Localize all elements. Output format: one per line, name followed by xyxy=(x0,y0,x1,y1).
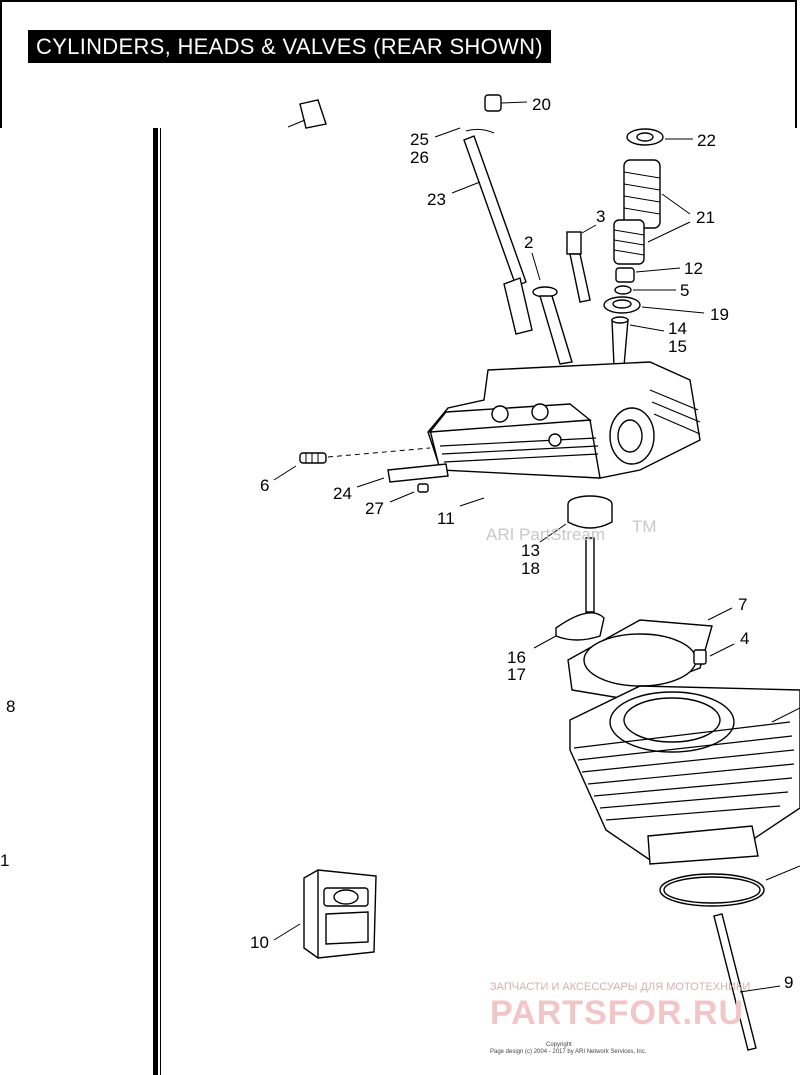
copyright-label: Copyright xyxy=(546,1042,572,1048)
part-10-kit-drawing xyxy=(273,869,377,959)
callout-15[interactable]: 15 xyxy=(668,337,687,356)
callout-18[interactable]: 18 xyxy=(521,559,540,578)
callout-6[interactable]: 6 xyxy=(260,476,269,495)
callout-25[interactable]: 25 xyxy=(410,130,429,149)
panel-divider-thin xyxy=(160,128,161,1075)
callout-11[interactable]: 11 xyxy=(437,509,455,528)
rocker-fragment-drawing xyxy=(287,99,327,129)
callout-9[interactable]: 9 xyxy=(784,973,793,992)
part-6-drawing xyxy=(273,447,431,481)
part-11-cylinder-head-drawing xyxy=(427,361,701,507)
part-9-stud-drawing xyxy=(713,913,781,1051)
part-8-cylinder-drawing xyxy=(569,685,800,865)
callout-27[interactable]: 27 xyxy=(365,499,384,518)
callout-12[interactable]: 12 xyxy=(684,259,703,278)
callout-7[interactable]: 7 xyxy=(738,595,747,614)
callout-3[interactable]: 3 xyxy=(596,207,605,226)
callout-21[interactable]: 21 xyxy=(696,208,715,227)
callout-4[interactable]: 4 xyxy=(740,629,749,648)
callout-20[interactable]: 20 xyxy=(532,95,551,114)
callout-1[interactable]: 1 xyxy=(0,851,9,870)
part-20-drawing xyxy=(484,94,528,112)
brand-tagline: ЗАПЧАСТИ И АКСЕССУАРЫ ДЛЯ МОТОТЕХНИКИ xyxy=(490,981,750,993)
brand-logo: PARTSFOR.RU xyxy=(490,994,744,1032)
part-24-drawing xyxy=(356,463,449,488)
part-27-drawing xyxy=(389,483,429,503)
callout-10[interactable]: 10 xyxy=(250,933,269,952)
watermark-text: ARI PartStream xyxy=(486,525,605,544)
part-21-drawing xyxy=(613,159,691,265)
part-22-drawing xyxy=(626,128,693,146)
callout-13[interactable]: 13 xyxy=(521,541,540,560)
part-16-valve-drawing xyxy=(533,537,605,649)
title-box xyxy=(0,0,797,128)
page-title: CYLINDERS, HEADS & VALVES (REAR SHOWN) xyxy=(28,30,551,63)
valve-seal-parts-drawing xyxy=(603,267,705,367)
part-13-drawing xyxy=(539,495,613,543)
callout-5[interactable]: 5 xyxy=(680,281,689,300)
part-1-oring-drawing xyxy=(659,865,800,907)
callout-24[interactable]: 24 xyxy=(333,484,352,503)
callout-2[interactable]: 2 xyxy=(524,233,533,252)
callout-14[interactable]: 14 xyxy=(668,319,687,338)
pushrod-assembly-drawing xyxy=(434,127,533,335)
callout-19[interactable]: 19 xyxy=(710,305,729,324)
watermark-tm: TM xyxy=(632,517,657,536)
copyright-notice: Page design (c) 2004 - 2017 by ARI Netwo… xyxy=(490,1049,647,1055)
callout-26[interactable]: 26 xyxy=(410,148,429,167)
callout-22[interactable]: 22 xyxy=(697,131,716,150)
part-2-drawing xyxy=(531,252,573,365)
panel-divider xyxy=(153,128,158,1075)
part-4-drawing xyxy=(693,643,735,665)
callout-16[interactable]: 16 xyxy=(507,648,526,667)
callout-17[interactable]: 17 xyxy=(507,665,526,684)
callout-8[interactable]: 8 xyxy=(6,697,15,716)
part-3-drawing xyxy=(566,224,597,303)
callout-23[interactable]: 23 xyxy=(427,190,446,209)
